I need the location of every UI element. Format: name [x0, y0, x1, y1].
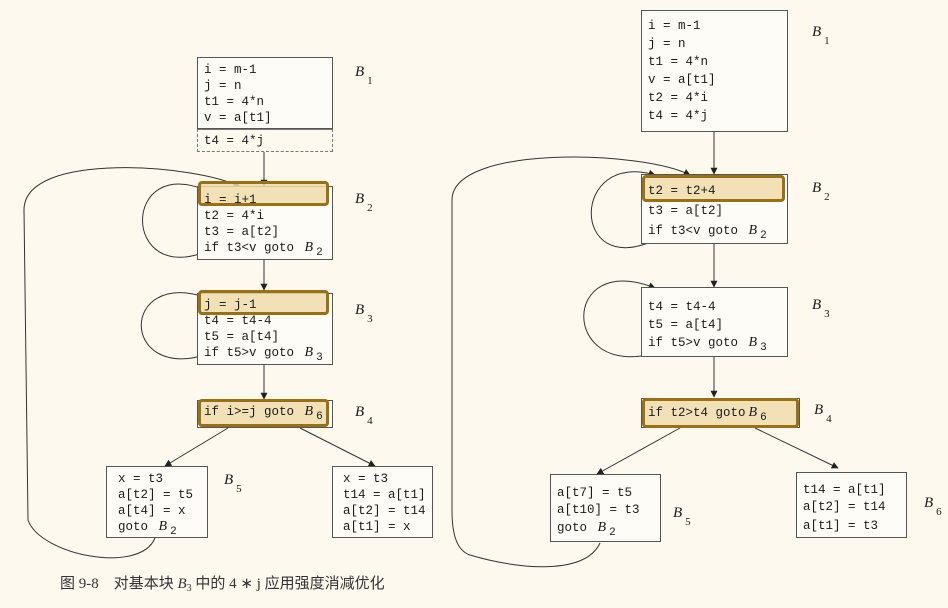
left-block-b3: j = j-1 t4 = t4-4 t5 = a[t4] if t5>v got… [197, 290, 333, 365]
code-line: a[t1] = t3 [803, 519, 879, 533]
code-line: a[t4] = x [118, 504, 186, 518]
loop-l-b2 [142, 183, 211, 258]
code-line: j = n [648, 37, 686, 51]
label-right-b6: B6 [924, 495, 942, 518]
code-line: t14 = a[t1] [803, 483, 886, 497]
code-line: v = a[t1] [648, 73, 716, 87]
edge-l-b5-b2 [23, 167, 241, 559]
right-block-b1: i = m-1 j = n t1 = 4*n v = a[t1] t2 = 4*… [641, 10, 788, 132]
left-block-b2: i = i+1 t2 = 4*i t3 = a[t2] if t3<v goto… [197, 181, 333, 260]
code-line: v = a[t1] [204, 111, 272, 125]
loop-l-b3 [140, 291, 206, 360]
left-block-b1: i = m-1 j = n t1 = 4*n v = a[t1] [197, 57, 333, 129]
right-block-b6: t14 = a[t1] a[t2] = t14 a[t1] = t3 [796, 472, 907, 538]
code-line: t3 = a[t2] [648, 204, 724, 218]
code-line: t2 = 4*i [204, 209, 265, 223]
code-line: t1 = 4*n [204, 95, 265, 109]
code-line: x = t3 [118, 472, 164, 486]
code-line: a[t1] = x [343, 520, 411, 534]
left-block-b6: x = t3 t14 = a[t1] a[t2] = t14 a[t1] = x [332, 466, 433, 538]
code-line: i = m-1 [648, 19, 701, 33]
edge-r-b4-b6 [754, 427, 839, 469]
code-line: a[t10] = t3 [557, 503, 640, 517]
edge-l-b4-b6 [299, 427, 376, 467]
code-line: a[t2] = t5 [118, 488, 194, 502]
label-left-b3: B3 [355, 302, 373, 325]
code-line: t4 = t4-4 [204, 314, 272, 328]
label-left-b2: B2 [355, 191, 373, 214]
label-right-b5: B5 [673, 505, 691, 528]
code-line: t14 = a[t1] [343, 488, 426, 502]
edge-r-b4-b5 [596, 427, 681, 475]
edge-l-b4-b5 [164, 427, 229, 467]
edge-r-b5-b2 [451, 156, 691, 568]
code-line: t1 = 4*n [648, 55, 709, 69]
code-line: j = n [204, 79, 242, 93]
highlight-box [642, 175, 785, 202]
loop-r-b3 [583, 280, 656, 358]
code-line: t3 = a[t2] [204, 225, 280, 239]
label-left-b1: B1 [355, 64, 373, 87]
highlight-box [198, 290, 329, 315]
label-left-b4: B4 [355, 404, 373, 427]
code-line: t4 = t4-4 [648, 300, 716, 314]
figure-caption: 图 9-8 对基本块 B3 中的 4 ∗ j 应用强度消减优化 [60, 576, 385, 594]
code-line: x = t3 [343, 472, 389, 486]
code-line: a[t2] = t14 [803, 500, 886, 514]
code-line: a[t2] = t14 [343, 504, 426, 518]
code-line: a[t7] = t5 [557, 486, 633, 500]
label-right-b2: B2 [812, 180, 830, 203]
label-left-b5: B5 [224, 472, 242, 495]
code-line: t4 = 4*j [204, 134, 265, 148]
code-line: t4 = 4*j [648, 109, 709, 123]
code-line: t2 = 4*i [648, 91, 709, 105]
highlight-box [198, 181, 329, 206]
code-line: t5 = a[t4] [648, 318, 724, 332]
highlight-box [642, 398, 799, 428]
left-block-b1-added: t4 = 4*j [197, 129, 333, 152]
code-line-highlight: j = j-1 [204, 298, 257, 312]
label-right-b1: B1 [812, 24, 830, 47]
highlight-box [198, 399, 329, 427]
label-right-b3: B3 [812, 297, 830, 320]
code-line: i = m-1 [204, 63, 257, 77]
code-line: t5 = a[t4] [204, 330, 280, 344]
label-right-b4: B4 [814, 402, 832, 425]
code-line-highlight: t2 = t2+4 [648, 184, 716, 198]
code-line-highlight: i = i+1 [204, 193, 257, 207]
loop-r-b2 [590, 169, 656, 248]
